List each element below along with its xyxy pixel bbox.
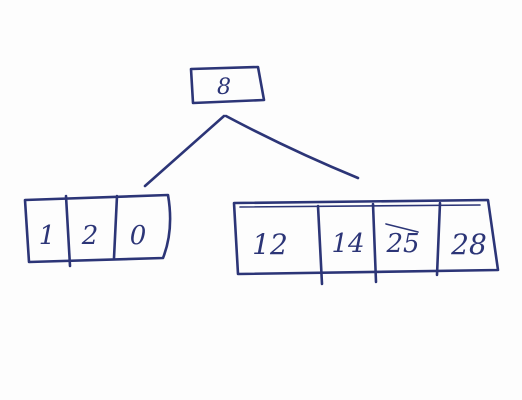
right-child-top-overlap (239, 204, 481, 208)
left-key-2: 2 (81, 221, 99, 251)
right-key-2: 14 (331, 229, 364, 259)
left-child-box (23, 193, 172, 264)
left-child-divider-2 (112, 194, 119, 260)
right-key-1: 12 (252, 228, 288, 261)
edge-root-right (224, 114, 360, 180)
right-child-node: 12 14 25 28 (232, 198, 500, 286)
left-child-divider-1 (64, 194, 72, 268)
left-child-node: 1 2 0 (23, 193, 172, 268)
right-key-3: 25 (385, 229, 419, 259)
right-key-4: 28 (450, 228, 487, 261)
edge-root-left (143, 114, 226, 188)
right-child-correction-mark (385, 223, 419, 233)
right-child-divider-1 (316, 204, 324, 286)
root-node-box (189, 65, 266, 105)
root-node: 8 (189, 65, 266, 105)
left-key-3: 0 (130, 221, 147, 251)
right-child-box (232, 198, 500, 276)
right-child-divider-2 (371, 202, 378, 284)
root-key: 8 (217, 75, 231, 100)
right-child-divider-3 (435, 201, 442, 277)
left-key-1: 1 (39, 221, 56, 251)
